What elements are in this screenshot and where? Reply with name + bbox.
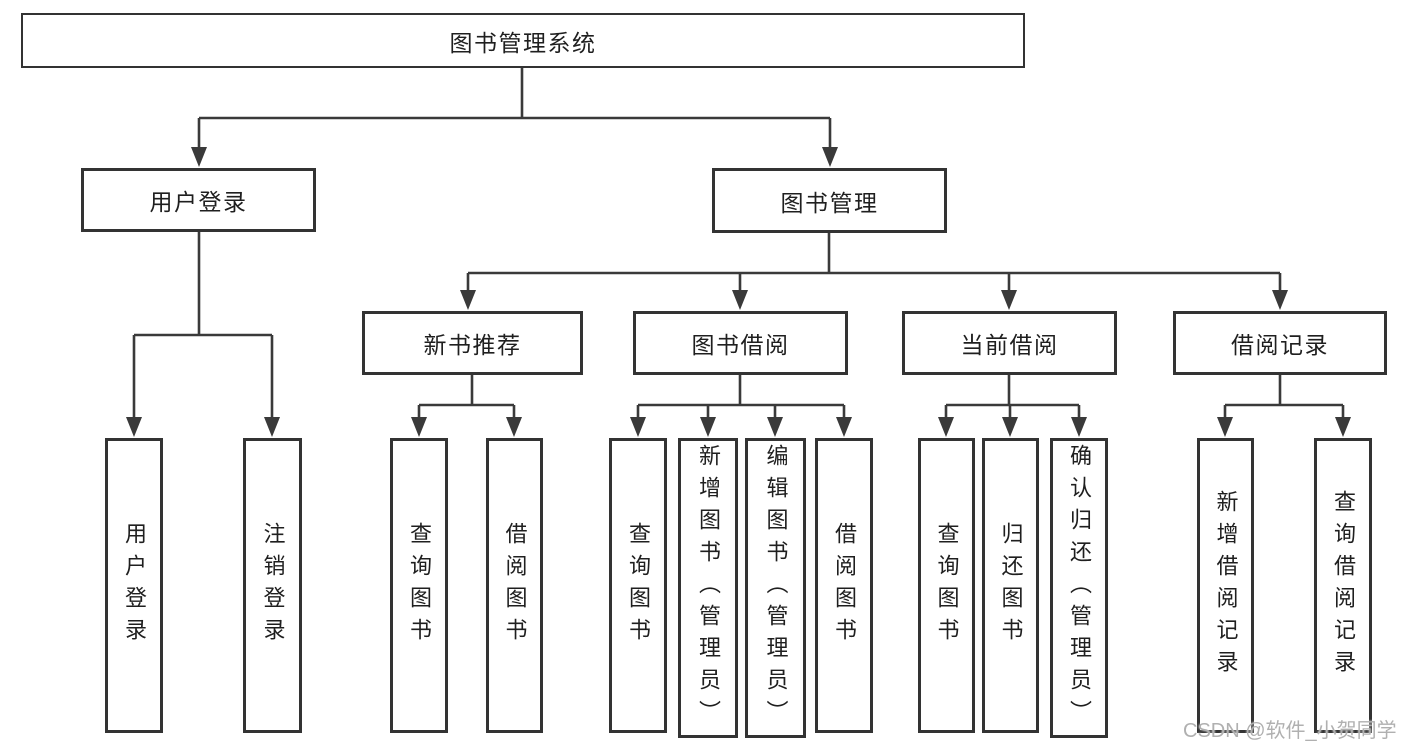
node-book-borrowing: 图书借阅 [633,311,848,375]
leaf-edit-book-admin: 编辑图书（管理员） [745,438,806,738]
leaf-label: 借阅图书 [502,521,528,650]
node-label: 用户登录 [149,189,248,215]
leaf-label: 借阅图书 [832,521,857,650]
node-library-management-system: 图书管理系统 [21,13,1025,68]
leaf-label: 归还图书 [998,521,1024,650]
leaf-return-books: 归还图书 [982,438,1039,733]
leaf-label: 新增借阅记录 [1213,489,1239,682]
leaf-label: 用户登录 [122,521,147,650]
connector-current-borrowing-to-leaves [938,375,1087,437]
node-label: 借阅记录 [1231,332,1329,358]
connector-borrowing-records-to-leaves [1217,375,1351,437]
leaf-borrow-books: 借阅图书 [815,438,873,733]
connector-root-to-level2 [191,68,838,167]
connector-new-book-rec-to-leaves [411,375,522,437]
node-label: 图书管理系统 [449,29,597,56]
leaf-label: 编辑图书（管理员） [763,444,789,732]
leaf-label: 注销登录 [260,521,286,650]
node-label: 新书推荐 [423,332,522,358]
leaf-logout: 注销登录 [243,438,302,733]
leaf-borrow-books-recommend: 借阅图书 [486,438,543,733]
node-user-login: 用户登录 [81,168,316,232]
leaf-user-login: 用户登录 [105,438,163,733]
node-book-management: 图书管理 [712,168,947,233]
node-label: 图书管理 [780,189,879,216]
connector-user-login-to-leaves [126,232,280,437]
leaf-label: 新增图书（管理员） [696,444,721,732]
connector-book-management-to-level3 [460,233,1288,310]
node-label: 图书借阅 [691,332,790,358]
node-current-borrowing: 当前借阅 [902,311,1117,375]
leaf-label: 查询图书 [626,521,651,650]
leaf-label: 查询图书 [407,521,432,650]
node-new-book-recommendation: 新书推荐 [362,311,583,375]
leaf-label: 确认归还（管理员） [1067,444,1092,732]
leaf-query-borrow-record: 查询借阅记录 [1314,438,1372,733]
node-label: 当前借阅 [960,332,1059,358]
connector-book-borrowing-to-leaves [630,375,852,437]
leaf-query-books-borrowing: 查询图书 [609,438,667,733]
leaf-label: 查询借阅记录 [1331,489,1356,682]
node-borrowing-records: 借阅记录 [1173,311,1387,375]
csdn-watermark: CSDN @软件_小贺同学 [1183,720,1397,742]
leaf-add-borrow-record: 新增借阅记录 [1197,438,1254,733]
leaf-label: 查询图书 [934,521,960,650]
leaf-add-book-admin: 新增图书（管理员） [678,438,738,738]
leaf-query-books-recommend: 查询图书 [390,438,448,733]
leaf-query-books-current: 查询图书 [918,438,975,733]
leaf-confirm-return-admin: 确认归还（管理员） [1050,438,1108,738]
